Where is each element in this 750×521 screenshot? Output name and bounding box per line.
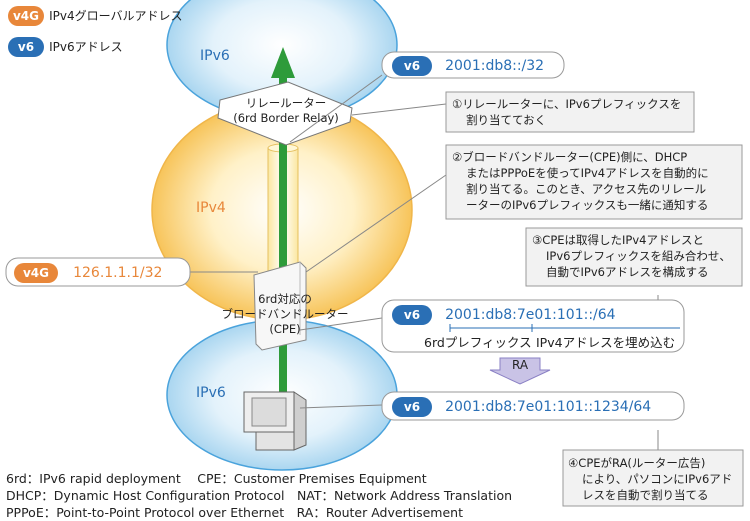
legend-v4: v4G IPv4グローバルアドレス [8,5,183,26]
addr-bottom-badge: v6 [392,397,432,417]
addr-top-badge: v6 [392,56,432,76]
relay-router-line2: (6rd Border Relay) [233,111,339,125]
note-1: ①リレールーターに、IPv6プレフィックスを 割り当てておく [452,96,692,128]
note-1-line2: 割り当てておく [466,113,547,127]
definition-line-1: 6rd：IPv6 rapid deployment CPE：Customer P… [6,471,427,486]
note-3-line1: ③CPEは取得したIPv4アドレスと [532,233,704,247]
note-4-line3: レスを自動で割り当てる [582,488,709,502]
cpe-line1: 6rd対応の [258,292,312,306]
note-2: ②ブロードバンドルーター(CPE)側に、DHCP またはPPPoEを使ってIPv… [452,149,742,213]
note3-frame [525,227,743,287]
note-2-line3: 割り当てる。このとき、アクセス先のリレール [466,182,707,196]
addr-box-bottom-frame [381,391,685,421]
cpe-label: 6rd対応の ブロードバンドルーター (CPE) [210,292,360,337]
note-4-line2: により、パソコンにIPv6アド [582,472,733,486]
relay-router-shape [217,81,353,146]
legend-v4-badge: v4G [8,6,44,26]
legend-v6-text: IPv6アドレス [49,40,123,54]
addr-box-mid: v6 2001:db8:7e01:101::/64 [392,304,616,325]
zone-label-ipv4: IPv4 [196,200,226,216]
note-1-line1: ①リレールーターに、IPv6プレフィックスを [452,97,682,111]
addr-box-mid-frame [381,299,685,353]
definition-line-2: DHCP：Dynamic Host Configuration Protocol… [6,488,513,503]
note-2-line2: またはPPPoEを使ってIPv4アドレスを自動的に [466,166,709,180]
note-2-line4: ーターのIPv6プレフィックスも一緒に通知する [466,198,709,212]
cpe-line2: ブロードバンドルーター [221,307,349,321]
addr-mid-label2: IPv4アドレスを埋め込む [536,335,676,350]
note2-frame [445,144,743,220]
legend-v4-text: IPv4グローバルアドレス [49,9,183,23]
definitions: 6rd：IPv6 rapid deployment CPE：Customer P… [6,470,512,521]
addr-box-bottom: v6 2001:db8:7e01:101::1234/64 [392,396,651,417]
addr-mid-label1: 6rdプレフィックス [424,335,532,350]
addr-box-v4: v4G 126.1.1.1/32 [14,262,162,283]
relay-router-label: リレールーター (6rd Border Relay) [222,96,350,126]
note-3-line2: IPv6プレフィックスを組み合わせ、 [546,249,731,263]
traffic-arrow-head [271,47,295,78]
note-4-line1: ④CPEがRA(ルーター広告) [568,456,706,470]
relay-router-line1: リレールーター [245,96,327,110]
addr-v4-badge: v4G [14,263,58,283]
ra-arrow [489,357,551,385]
note1-frame [445,91,695,133]
addr-top-value: 2001:db8::/32 [445,58,545,74]
zone-label-ipv6-top: IPv6 [200,48,230,64]
traffic-arrow-shaft [279,75,287,437]
addr-box-top: v6 2001:db8::/32 [392,55,544,76]
zone-label-ipv6-bottom: IPv6 [196,385,226,401]
addr-mid-value: 2001:db8:7e01:101::/64 [445,307,616,323]
note-3-line3: 自動でIPv6アドレスを構成する [546,265,709,279]
legend-v6-badge: v6 [8,37,44,57]
addr-v4-value: 126.1.1.1/32 [73,265,163,281]
addr-bottom-value: 2001:db8:7e01:101::1234/64 [445,399,652,415]
note4-frame [562,449,744,507]
addr-mid-badge: v6 [392,305,432,325]
note-4: ④CPEがRA(ルーター広告) により、パソコンにIPv6アド レスを自動で割り… [568,455,743,503]
definition-line-3: PPPoE：Point-to-Point Protocol over Ether… [6,505,463,520]
legend-v6: v6 IPv6アドレス [8,36,123,57]
pc-icon [243,391,307,451]
ra-label: RA [511,358,529,372]
note-3: ③CPEは取得したIPv4アドレスと IPv6プレフィックスを組み合わせ、 自動… [532,232,742,280]
note-2-line1: ②ブロードバンドルーター(CPE)側に、DHCP [452,150,688,164]
cpe-line3: (CPE) [269,322,301,336]
